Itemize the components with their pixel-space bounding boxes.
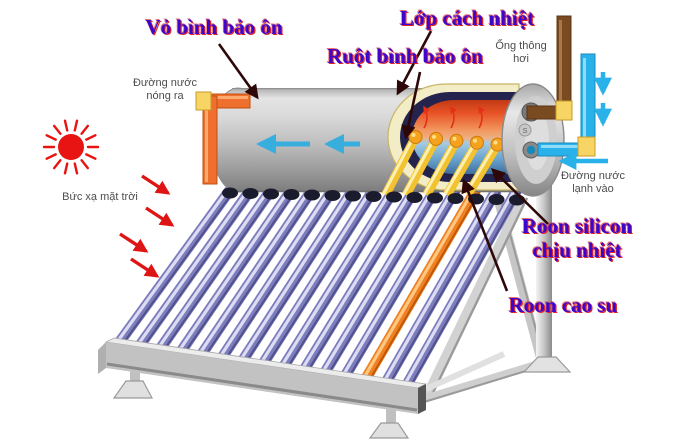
annotation-arrow — [490, 167, 549, 225]
vacuum-tube — [111, 186, 235, 351]
rubber-seal-ring — [386, 191, 402, 203]
tank-end-cap: S — [501, 83, 565, 197]
rubber-seal-ring — [406, 192, 423, 203]
annotation-arrow — [396, 30, 433, 96]
support-frame-front — [98, 337, 428, 439]
rubber-seal-ring — [222, 187, 238, 199]
emblem-letter: S — [522, 126, 527, 135]
vacuum-tube — [132, 186, 255, 354]
vacuum-tube — [172, 186, 297, 360]
vacuum-tube — [377, 187, 502, 392]
vacuum-tube — [275, 187, 399, 376]
rubber-seal-ring — [304, 189, 320, 201]
rubber-seal-ring — [242, 188, 259, 199]
label-hot-water-out: Đường nước nóng ra — [132, 77, 198, 102]
vacuum-tube — [193, 186, 317, 363]
label-inner-tank: Ruột bình bảo ôn — [327, 44, 483, 68]
rubber-seal-ring — [283, 189, 300, 200]
rubber-seal-ring — [365, 191, 382, 202]
vacuum-tube — [213, 186, 338, 367]
hot-water-outlet-pipe — [195, 91, 251, 185]
annotation-arrow — [217, 43, 259, 100]
convection-arrows — [423, 105, 485, 129]
annotation-arrows — [217, 30, 549, 292]
heat-pipe-bulb — [470, 135, 484, 150]
rubber-seal-ring — [324, 190, 341, 201]
vent-pipe — [526, 15, 573, 121]
annotation-arrow — [401, 71, 422, 140]
heat-pipe-bulb — [429, 131, 443, 146]
rubber-seal-ring — [488, 194, 505, 205]
label-tank-shell: Vỏ bình bảo ôn — [145, 15, 283, 39]
heat-pipe-bulb — [408, 130, 423, 144]
vacuum-tube-array — [111, 186, 522, 395]
brand-emblem — [518, 123, 532, 137]
radiation-arrow — [145, 206, 175, 227]
vacuum-tube — [295, 187, 420, 379]
pipe-fitting — [577, 136, 596, 157]
heat-pipe-tube — [357, 187, 481, 389]
rubber-seal-ring — [345, 190, 361, 202]
vacuum-tube — [316, 187, 440, 382]
cold-flow-arrows — [558, 72, 612, 170]
sun-icon — [42, 119, 100, 175]
radiation-arrow — [130, 257, 160, 278]
heat-pipe-bulb — [449, 133, 464, 148]
rubber-seal-ring — [263, 188, 279, 200]
label-rubber-seal: Roon cao su — [508, 293, 618, 317]
vacuum-tube — [336, 187, 461, 386]
pipe-fitting — [555, 100, 573, 121]
rubber-seal-ring — [427, 192, 443, 204]
tube-seal-rings — [222, 187, 525, 206]
vacuum-tube — [398, 187, 522, 395]
vacuum-tube — [254, 187, 379, 373]
label-solar-radiation: Bức xạ mặt trời — [62, 191, 138, 203]
label-insulation-layer: Lớp cách nhiệt — [399, 6, 535, 30]
vacuum-tube — [152, 186, 276, 357]
label-cold-water-in: Đường nước lạnh vào — [560, 170, 626, 195]
label-silicone-seal: Roon silicon chịu nhiệt — [521, 214, 633, 262]
radiation-arrow — [141, 174, 171, 195]
radiation-arrows — [119, 174, 175, 278]
cold-water-inlet-pipe — [537, 53, 612, 170]
annotation-arrow — [461, 178, 509, 292]
vacuum-tube — [234, 187, 358, 370]
pipe-fitting — [195, 91, 212, 111]
label-vent-pipe: Ống thông hơi — [495, 40, 547, 65]
radiation-arrow — [119, 232, 149, 253]
rubber-seal-ring — [447, 193, 464, 204]
support-frame-rear — [422, 182, 572, 403]
